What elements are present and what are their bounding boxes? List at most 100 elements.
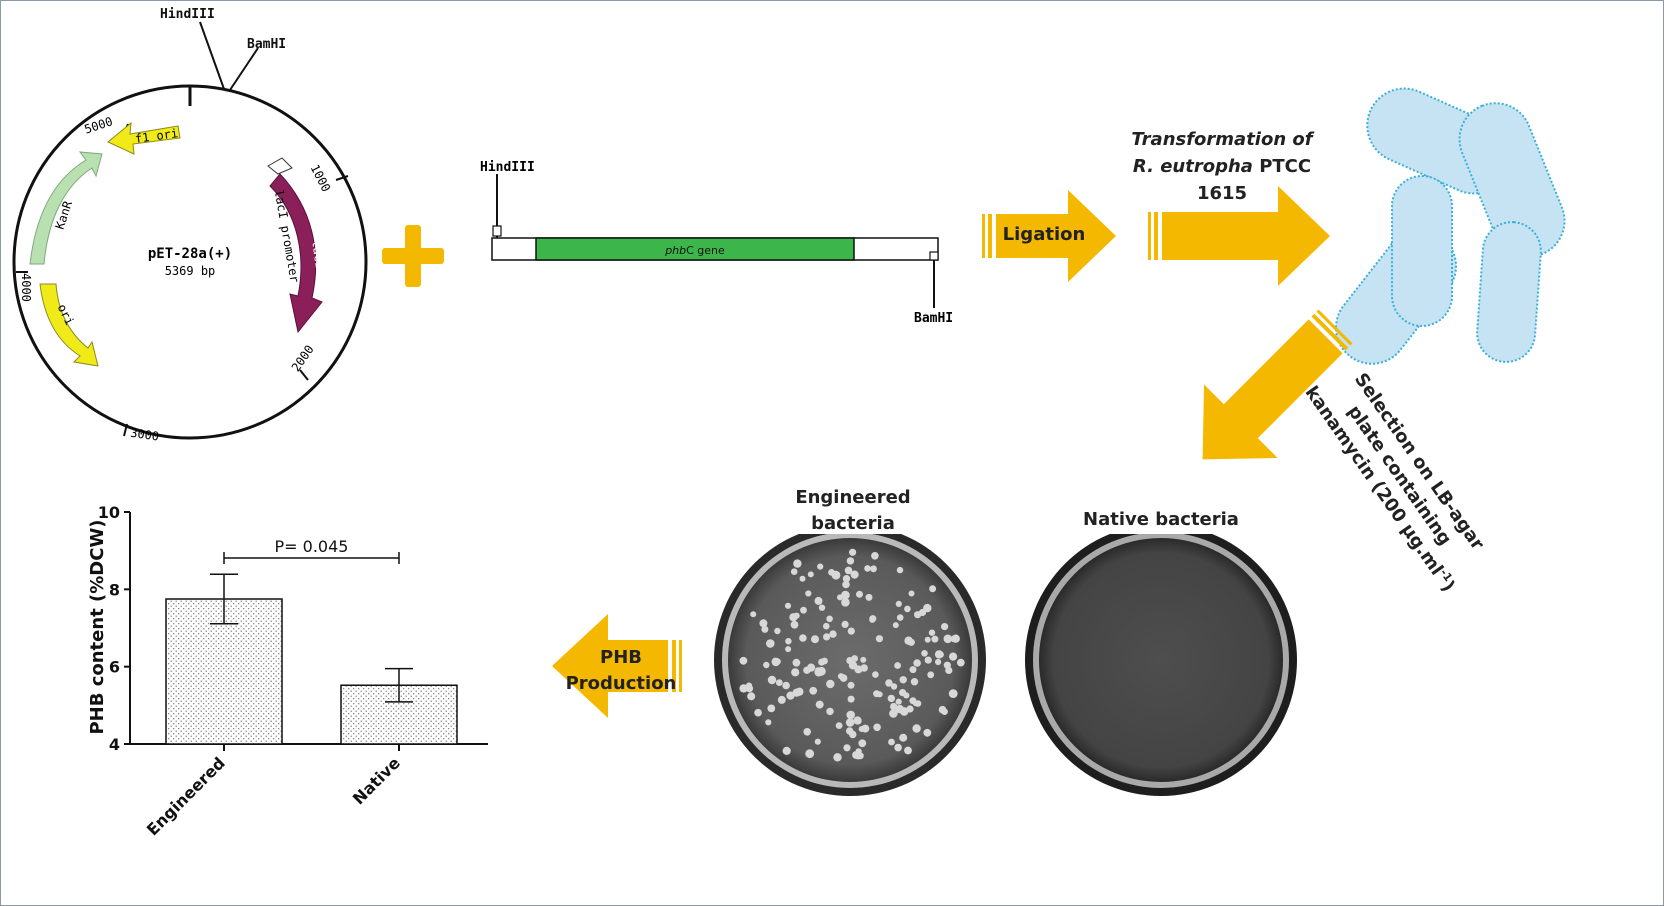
plasmid-size: 5369 bp bbox=[165, 264, 216, 278]
tick-label-2000: 2000 bbox=[289, 343, 317, 375]
colony bbox=[845, 718, 855, 727]
colony bbox=[814, 596, 823, 605]
colony bbox=[899, 676, 907, 684]
bacterium bbox=[1391, 175, 1453, 327]
colony bbox=[818, 604, 826, 611]
plus-sign bbox=[382, 225, 444, 287]
colony bbox=[949, 652, 958, 661]
engineered-label-line1: Engineered bbox=[795, 487, 910, 508]
colony bbox=[846, 557, 855, 565]
colony bbox=[786, 691, 795, 700]
hindiii-label: HindIII bbox=[160, 7, 215, 22]
laci-feature bbox=[269, 173, 323, 334]
colony bbox=[837, 594, 843, 601]
phbc-gene-block bbox=[535, 237, 855, 261]
colony bbox=[785, 638, 792, 645]
plasmid-name: pET-28a(+) bbox=[148, 246, 232, 262]
colony bbox=[761, 625, 769, 633]
colony bbox=[826, 707, 834, 716]
colony bbox=[894, 743, 902, 752]
colony bbox=[793, 612, 800, 619]
colony bbox=[777, 695, 786, 704]
colony bbox=[782, 746, 791, 756]
colony bbox=[923, 603, 932, 613]
colony bbox=[842, 580, 850, 589]
colony bbox=[851, 655, 858, 662]
colony bbox=[924, 656, 932, 664]
colony bbox=[785, 646, 792, 653]
colony bbox=[912, 700, 919, 707]
colony bbox=[837, 673, 845, 680]
x-tick-label: Engineered bbox=[143, 753, 229, 839]
colony bbox=[745, 682, 753, 689]
colony bbox=[846, 710, 855, 720]
ligation-label: Ligation bbox=[1003, 224, 1086, 245]
tick-1000 bbox=[335, 175, 349, 181]
colony bbox=[888, 738, 895, 746]
colonies bbox=[739, 548, 965, 762]
colony bbox=[865, 593, 873, 601]
tick-label-1000: 1000 bbox=[308, 162, 334, 194]
colony bbox=[826, 615, 833, 623]
colony bbox=[913, 659, 921, 667]
colony bbox=[928, 629, 936, 636]
colony bbox=[854, 665, 863, 674]
colony bbox=[784, 602, 792, 609]
colony bbox=[739, 656, 748, 665]
colony bbox=[766, 639, 775, 648]
colony bbox=[906, 705, 914, 713]
colony bbox=[815, 700, 824, 709]
colony bbox=[759, 619, 768, 628]
colony bbox=[871, 552, 879, 560]
bamhi-label: BamHI bbox=[247, 37, 286, 52]
colony bbox=[875, 635, 884, 643]
transformation-line2: R. eutropha PTCC bbox=[1133, 156, 1311, 177]
colony bbox=[826, 679, 835, 689]
colony bbox=[890, 683, 898, 690]
colony bbox=[846, 727, 854, 735]
colony bbox=[800, 606, 807, 614]
colony bbox=[885, 679, 893, 687]
bacterium bbox=[1476, 221, 1542, 363]
colony bbox=[943, 634, 953, 644]
colony bbox=[910, 678, 919, 686]
colony bbox=[889, 709, 898, 718]
colony bbox=[803, 666, 811, 674]
engineered-plate bbox=[714, 524, 986, 796]
colony bbox=[921, 650, 928, 657]
insert-bamhi-label: BamHI bbox=[914, 311, 953, 326]
bamhi-pointer bbox=[229, 47, 259, 91]
colony bbox=[847, 695, 855, 703]
hindiii-pointer bbox=[199, 21, 225, 90]
colony bbox=[909, 666, 917, 674]
colony bbox=[896, 614, 904, 621]
colony bbox=[831, 570, 841, 580]
colony bbox=[872, 671, 879, 678]
colony bbox=[817, 563, 824, 570]
colony bbox=[856, 590, 863, 598]
colony bbox=[799, 575, 806, 582]
laci-label: lacI bbox=[309, 239, 327, 270]
colony bbox=[841, 598, 850, 607]
y-tick-label: 4 bbox=[109, 735, 120, 754]
colony bbox=[847, 681, 855, 689]
bacterium bbox=[1458, 102, 1566, 258]
f1-ori-label: f1 ori bbox=[134, 126, 179, 146]
colony bbox=[833, 753, 842, 762]
transformation-line3: 1615 bbox=[1197, 183, 1247, 204]
colony bbox=[896, 566, 904, 574]
colony bbox=[767, 675, 777, 685]
colony bbox=[870, 565, 877, 573]
colony bbox=[809, 686, 818, 695]
colony bbox=[948, 689, 958, 698]
y-tick-label: 10 bbox=[98, 503, 120, 522]
colony bbox=[823, 622, 830, 630]
colony bbox=[750, 611, 757, 618]
colony bbox=[873, 723, 881, 732]
selection-arrow bbox=[1202, 309, 1353, 460]
colony bbox=[912, 724, 921, 733]
gene-insert: phbC gene HindIII BamHI bbox=[480, 160, 953, 326]
colony bbox=[904, 605, 911, 613]
colony bbox=[818, 658, 826, 666]
